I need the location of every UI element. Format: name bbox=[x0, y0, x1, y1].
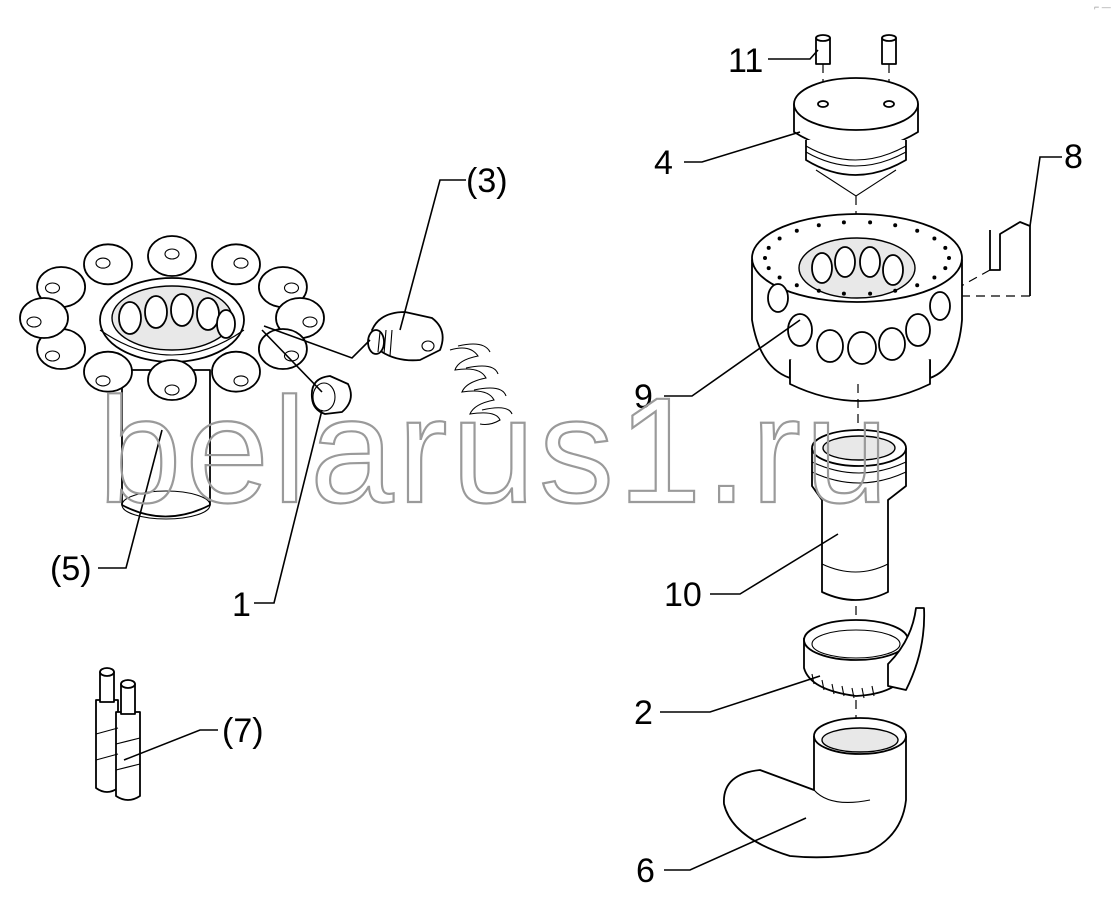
body-dot bbox=[932, 275, 937, 280]
spout-7 bbox=[147, 359, 197, 401]
sleeve-part bbox=[811, 429, 907, 640]
body-dot bbox=[943, 266, 948, 271]
body-dot bbox=[763, 256, 767, 260]
elbow-hose-part bbox=[723, 717, 907, 859]
body-dot bbox=[943, 245, 948, 250]
body-dot bbox=[915, 283, 920, 288]
distributor-head-part bbox=[19, 235, 325, 520]
callout-labels: 11 4 8 (3) 9 (5) 1 10 (7) 2 6 bbox=[50, 42, 1083, 890]
spout-8 bbox=[83, 350, 133, 393]
body-dot bbox=[868, 291, 873, 296]
body-dot bbox=[816, 223, 821, 228]
spring-part bbox=[449, 343, 513, 426]
body-dot bbox=[868, 220, 873, 225]
callout-5: (5) bbox=[50, 550, 92, 588]
body-dot bbox=[841, 220, 846, 225]
distributor-body-part bbox=[751, 213, 963, 430]
body-dot bbox=[816, 288, 821, 293]
callout-8: 8 bbox=[1064, 138, 1083, 176]
cap-part bbox=[793, 77, 919, 240]
callout-11: 11 bbox=[728, 42, 763, 80]
callout-3: (3) bbox=[466, 162, 508, 200]
spout-10 bbox=[19, 297, 69, 339]
corner-mark: ⌐ — bbox=[1094, 2, 1111, 12]
body-dot bbox=[777, 236, 782, 241]
callout-1: 1 bbox=[232, 586, 251, 624]
body-dot bbox=[915, 228, 920, 233]
callout-7: (7) bbox=[222, 712, 264, 750]
body-dot bbox=[947, 256, 951, 260]
bolt-pair-part bbox=[95, 667, 141, 801]
watermark: belarus1.ru bbox=[98, 366, 892, 534]
body-dot bbox=[841, 291, 846, 296]
callout-10: 10 bbox=[664, 576, 702, 614]
callout-6: 6 bbox=[636, 852, 655, 890]
spout-6 bbox=[211, 350, 261, 393]
hose-clamp-part bbox=[803, 607, 926, 728]
body-dot bbox=[932, 236, 937, 241]
leader-lines bbox=[98, 49, 1062, 871]
elbow-fitting-part bbox=[367, 311, 444, 362]
callout-2: 2 bbox=[634, 694, 653, 732]
body-dot bbox=[794, 228, 799, 233]
body-dot bbox=[893, 288, 898, 293]
spout-2 bbox=[211, 243, 261, 286]
small-plug-part bbox=[310, 375, 352, 415]
body-dot bbox=[794, 283, 799, 288]
body-dot bbox=[777, 275, 782, 280]
spout-1 bbox=[147, 235, 197, 277]
spout-12 bbox=[83, 243, 133, 286]
callout-4: 4 bbox=[654, 144, 673, 182]
callout-9: 9 bbox=[634, 378, 653, 416]
body-dot bbox=[893, 223, 898, 228]
body-dot bbox=[766, 245, 771, 250]
body-dot bbox=[766, 266, 771, 271]
